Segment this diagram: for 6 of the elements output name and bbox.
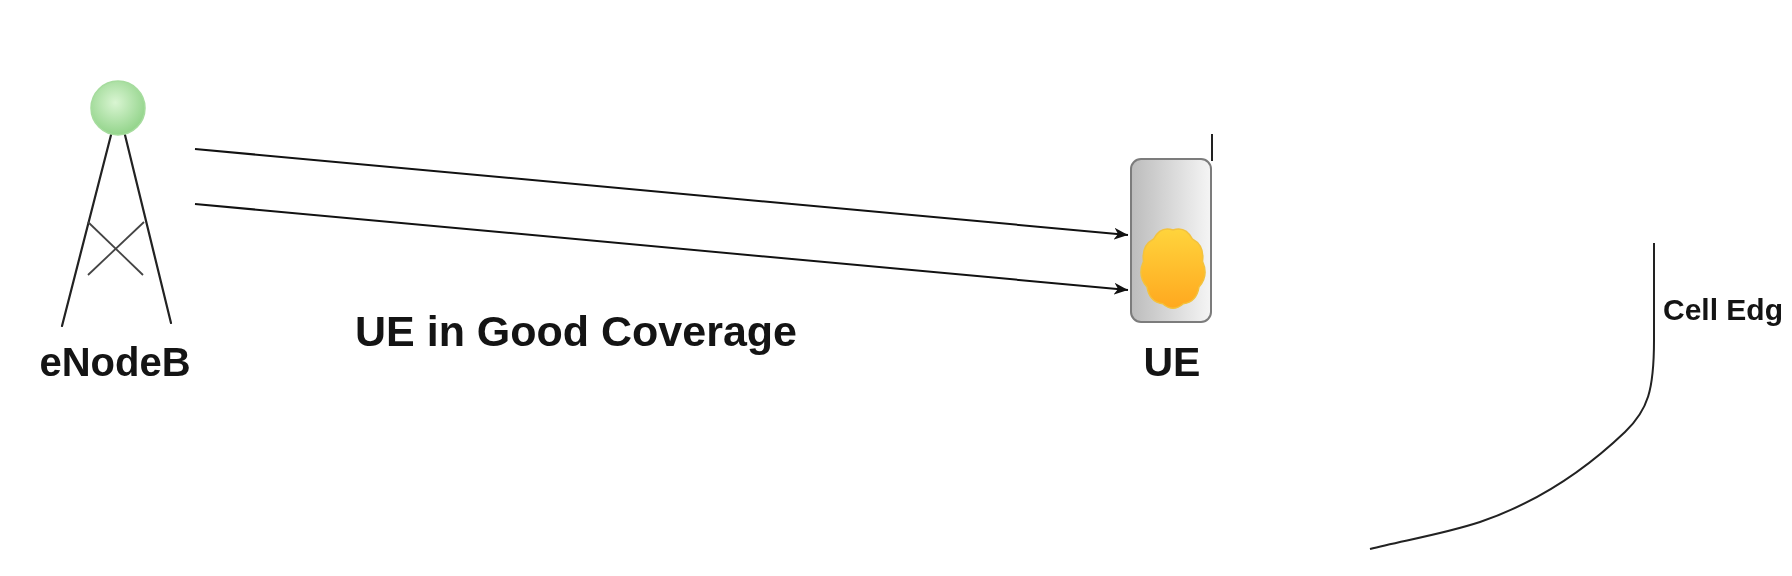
arrow	[194, 203, 1129, 295]
node-label: UE	[1143, 342, 1201, 383]
arrow	[194, 148, 1129, 240]
node-label: eNodeB	[39, 342, 191, 382]
coverage-label: UE in Good Coverage	[355, 310, 797, 353]
boundary-label: Cell Edg	[1663, 295, 1783, 325]
